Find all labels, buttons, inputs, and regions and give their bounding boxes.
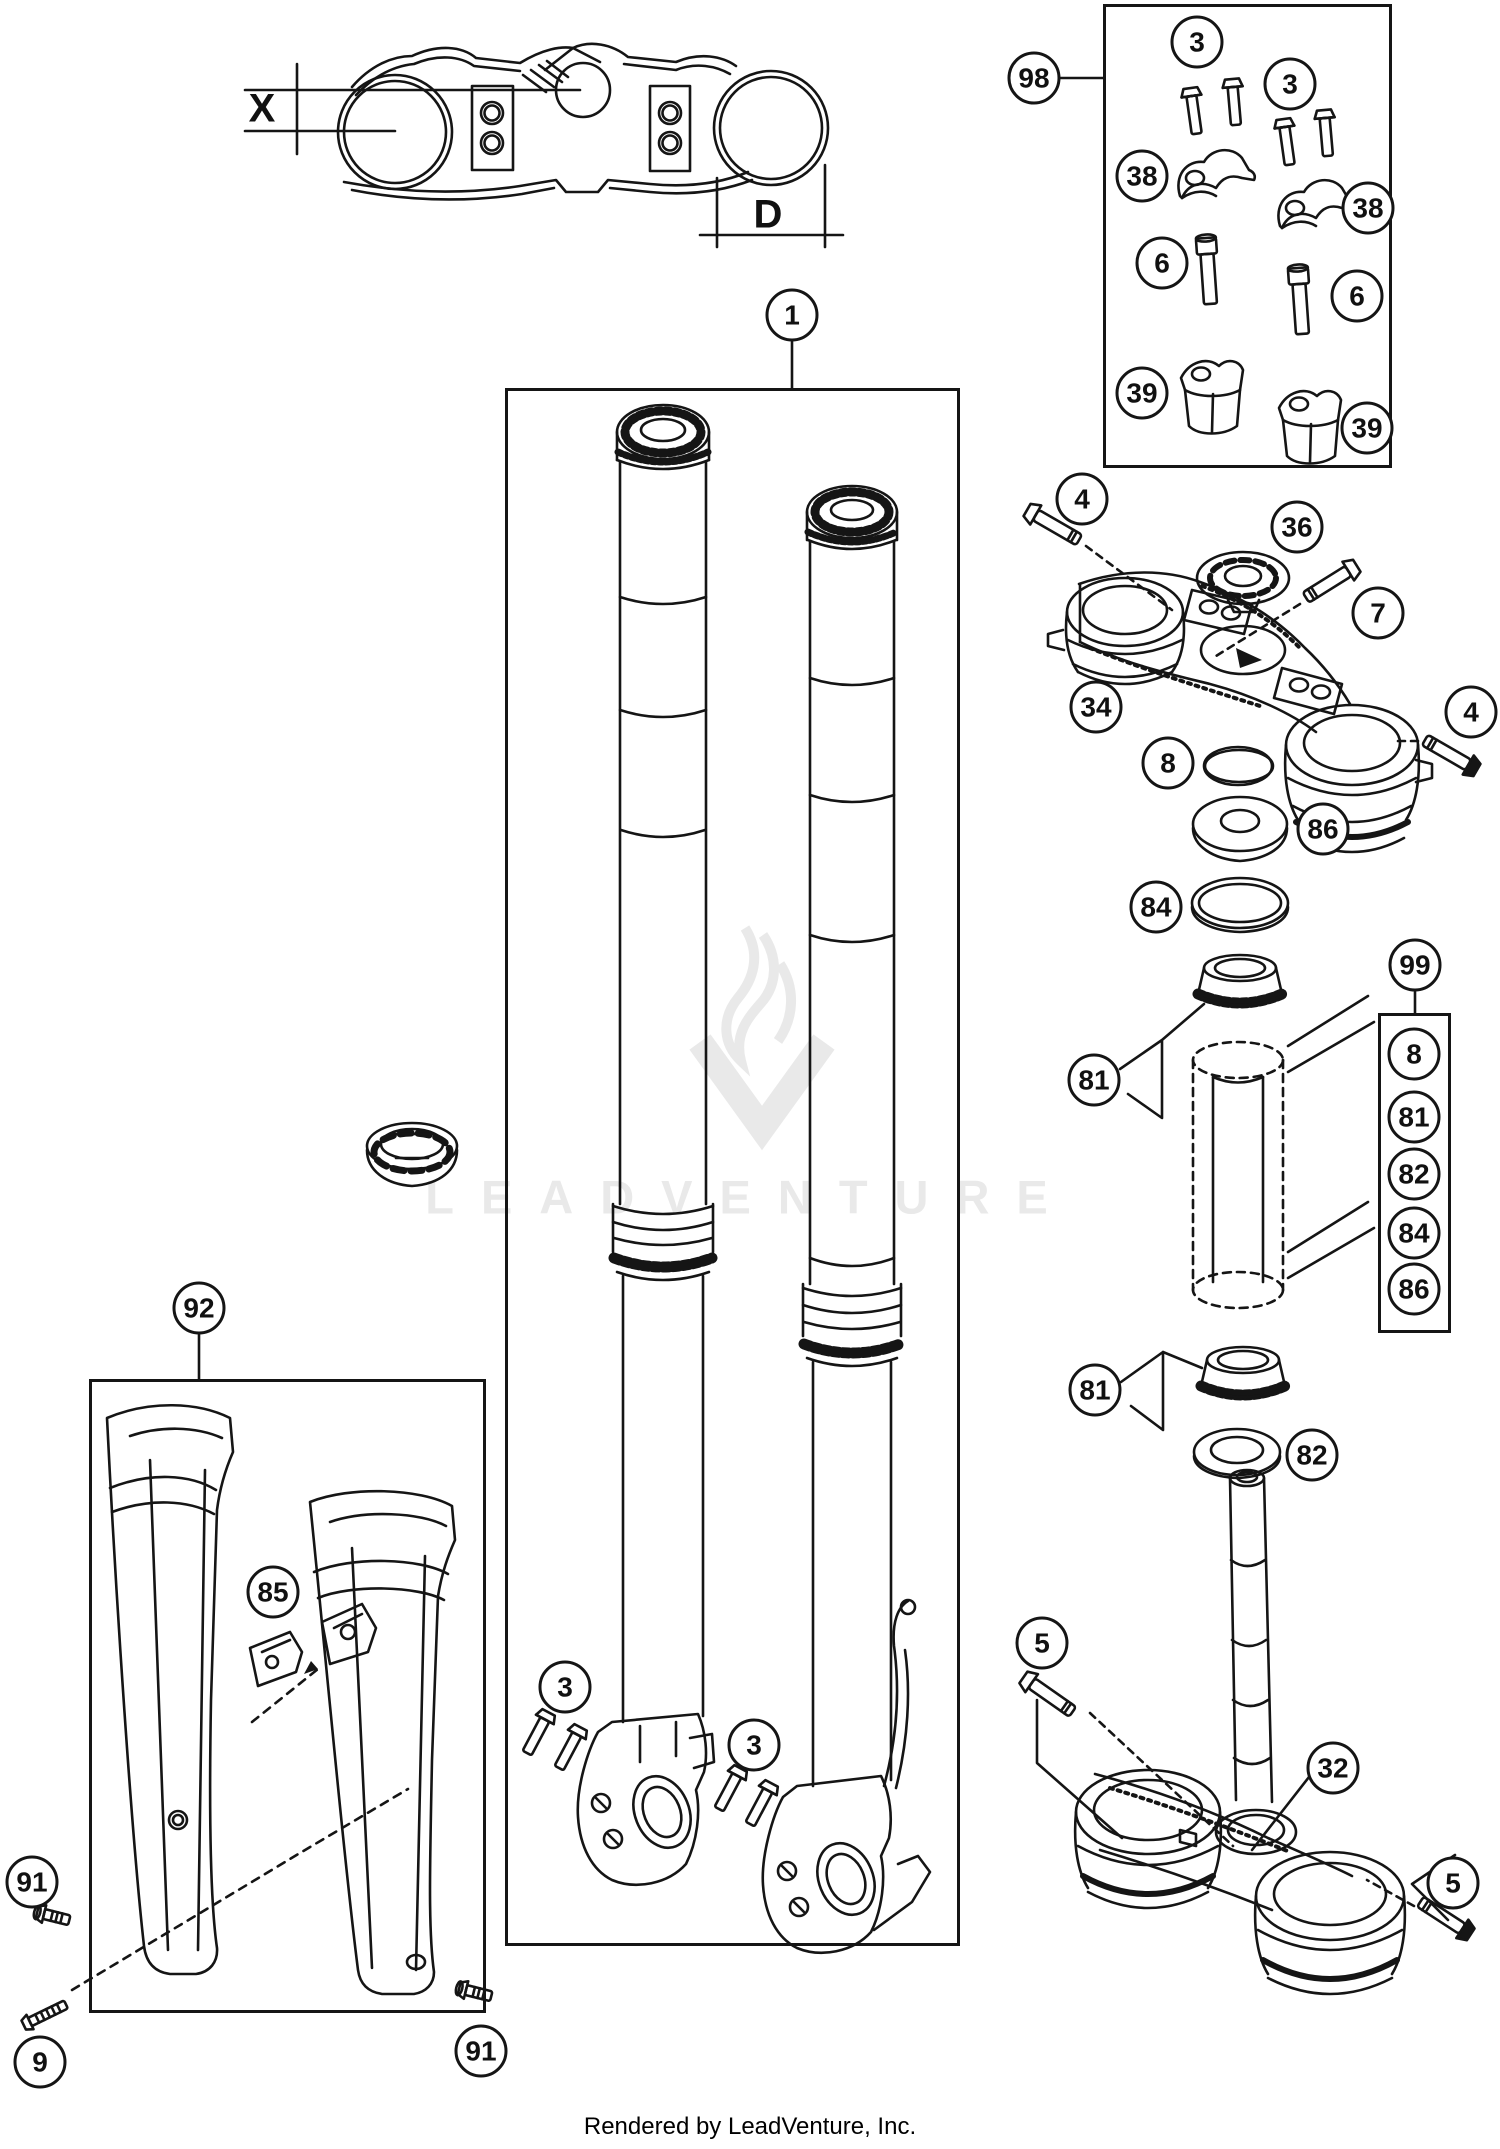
leadventure-watermark-text: LEADVENTURE — [425, 1170, 1075, 1224]
adjuster-ring-drawing — [365, 1121, 459, 1188]
steering-bearing-stack-drawing — [1118, 745, 1376, 1480]
callout-6-right[interactable]: 6 — [1330, 269, 1384, 323]
fork-legs-drawing — [516, 403, 932, 1955]
callout-6-left[interactable]: 6 — [1135, 236, 1189, 290]
callout-81-lower[interactable]: 81 — [1068, 1363, 1122, 1417]
callout-7[interactable]: 7 — [1351, 586, 1405, 640]
callout-39-left[interactable]: 39 — [1115, 366, 1169, 420]
footer-credit: Rendered by LeadVenture, Inc. — [583, 2113, 917, 2140]
box-handlebar-mount-kit-98 — [1103, 4, 1392, 468]
callout-8[interactable]: 8 — [1141, 736, 1195, 790]
dimension-label-x: X — [248, 86, 276, 131]
callout-4-left[interactable]: 4 — [1055, 472, 1109, 526]
callout-91-right[interactable]: 91 — [454, 2024, 508, 2078]
callout-3-handlebar-left[interactable]: 3 — [1170, 15, 1224, 69]
callout-99[interactable]: 99 — [1388, 938, 1442, 992]
fork-protector-drawing — [105, 1403, 457, 1996]
dimension-x-lines — [243, 62, 582, 156]
callout-1[interactable]: 1 — [765, 288, 819, 342]
lower-triple-clamp-drawing — [1015, 1468, 1479, 1996]
callout-99-81[interactable]: 81 — [1387, 1090, 1441, 1144]
leadventure-flame-icon — [689, 925, 835, 1151]
box-fork-protector-kit-92 — [89, 1379, 486, 2013]
callout-81-upper[interactable]: 81 — [1067, 1053, 1121, 1107]
callout-84[interactable]: 84 — [1129, 880, 1183, 934]
callout-5-left[interactable]: 5 — [1015, 1616, 1069, 1670]
steering-cap-36-drawing — [1195, 550, 1291, 606]
callout-86[interactable]: 86 — [1296, 802, 1350, 856]
callout-38-left[interactable]: 38 — [1115, 149, 1169, 203]
callout-98[interactable]: 98 — [1007, 51, 1061, 105]
callout-99-86[interactable]: 86 — [1387, 1262, 1441, 1316]
callout-99-84[interactable]: 84 — [1387, 1206, 1441, 1260]
callout-85[interactable]: 85 — [246, 1565, 300, 1619]
small-screws-drawing — [20, 1901, 495, 2031]
callout-82[interactable]: 82 — [1285, 1428, 1339, 1482]
box-steering-kit-99 — [1378, 1013, 1451, 1333]
callout-3-handlebar-right[interactable]: 3 — [1263, 57, 1317, 111]
leader-lines — [70, 76, 1457, 1992]
callout-36[interactable]: 36 — [1270, 500, 1324, 554]
callout-38-right[interactable]: 38 — [1341, 181, 1395, 235]
callout-4-right[interactable]: 4 — [1444, 685, 1498, 739]
callout-99-82[interactable]: 82 — [1387, 1147, 1441, 1201]
screw-9-drawing — [20, 1999, 69, 2031]
top-clamp-top-view-drawing — [243, 42, 845, 249]
callout-9[interactable]: 9 — [13, 2035, 67, 2089]
dimension-label-d: D — [753, 192, 783, 237]
callout-92[interactable]: 92 — [172, 1281, 226, 1335]
callout-99-8[interactable]: 8 — [1387, 1027, 1441, 1081]
callout-32[interactable]: 32 — [1306, 1741, 1360, 1795]
callout-3-axle-right[interactable]: 3 — [727, 1718, 781, 1772]
callout-5-right[interactable]: 5 — [1426, 1856, 1480, 1910]
callout-34[interactable]: 34 — [1069, 680, 1123, 734]
callout-3-axle-left[interactable]: 3 — [538, 1660, 592, 1714]
callout-91-left[interactable]: 91 — [5, 1855, 59, 1909]
box-fork-assembly-1 — [505, 388, 960, 1946]
callout-39-right[interactable]: 39 — [1340, 401, 1394, 455]
protector-bracket-drawing — [248, 1630, 304, 1688]
upper-triple-clamp-drawing — [1020, 499, 1484, 854]
dimension-d-lines — [698, 163, 845, 249]
